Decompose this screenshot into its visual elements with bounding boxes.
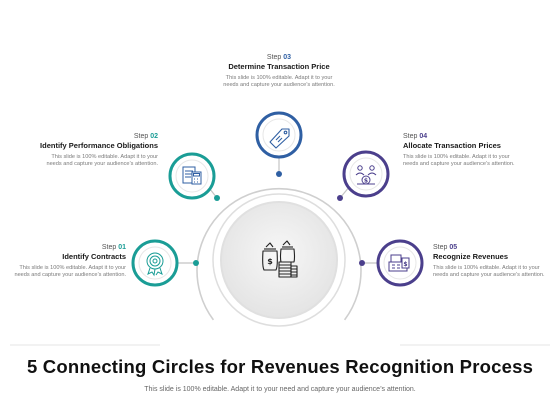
step-01-title: Identify Contracts	[62, 252, 126, 262]
document-calculator-icon	[182, 166, 202, 185]
step-03-number: 03	[283, 54, 292, 61]
step-03-circle	[255, 111, 303, 159]
step-03-desc: This slide is 100% editable. Adapt it to…	[223, 74, 335, 88]
step-05-desc: This slide is 100% editable. Adapt it to…	[433, 264, 545, 278]
page-subtitle: This slide is 100% editable. Adapt it to…	[144, 386, 416, 393]
step-03-title: Determine Transaction Price	[228, 62, 330, 72]
step-01-desc: This slide is 100% editable. Adapt it to…	[14, 264, 126, 278]
price-tag-icon	[269, 128, 290, 149]
step-04-label: Step	[403, 133, 418, 140]
money-bags-icon: $	[262, 240, 298, 278]
svg-text:$: $	[403, 261, 407, 268]
step-04-circle	[342, 150, 390, 198]
page-title: 5 Connecting Circles for Revenues Recogn…	[26, 356, 534, 377]
step-01-label: Step	[101, 244, 117, 251]
cash-register-icon: $	[388, 254, 410, 272]
step-04-desc: This slide is 100% editable. Adapt it to…	[403, 153, 515, 167]
step-05-text: Step 05 Recognize Revenues This slide is…	[433, 244, 553, 279]
people-money-icon: $	[355, 165, 377, 185]
svg-text:$: $	[364, 178, 368, 185]
step-01-text: Step 01 Identify Contracts This slide is…	[6, 244, 126, 279]
step-04-number: 04	[419, 133, 428, 140]
step-02-label: Step	[133, 133, 149, 140]
step-02-text: Step 02 Identify Performance Obligations…	[38, 133, 158, 168]
step-04-title: Allocate Transaction Prices	[403, 141, 501, 151]
step-03-text: Step 03 Determine Transaction Price This…	[219, 54, 339, 89]
step-02-desc: This slide is 100% editable. Adapt it to…	[46, 153, 158, 167]
step-02-number: 02	[150, 133, 158, 140]
step-05-number: 05	[449, 244, 458, 251]
step-05-title: Recognize Revenues	[433, 252, 509, 262]
step-01-number: 01	[118, 244, 126, 251]
step-04-text: Step 04 Allocate Transaction Prices This…	[403, 133, 523, 168]
step-03-label: Step	[266, 54, 282, 61]
step-02-title: Identify Performance Obligations	[40, 141, 158, 151]
svg-text:$: $	[267, 257, 273, 266]
step-05-label: Step	[433, 244, 448, 251]
target-badge-icon	[146, 252, 164, 277]
outer-connector-arc	[196, 187, 362, 321]
center-circle	[212, 193, 346, 327]
step-05-circle	[376, 239, 424, 287]
